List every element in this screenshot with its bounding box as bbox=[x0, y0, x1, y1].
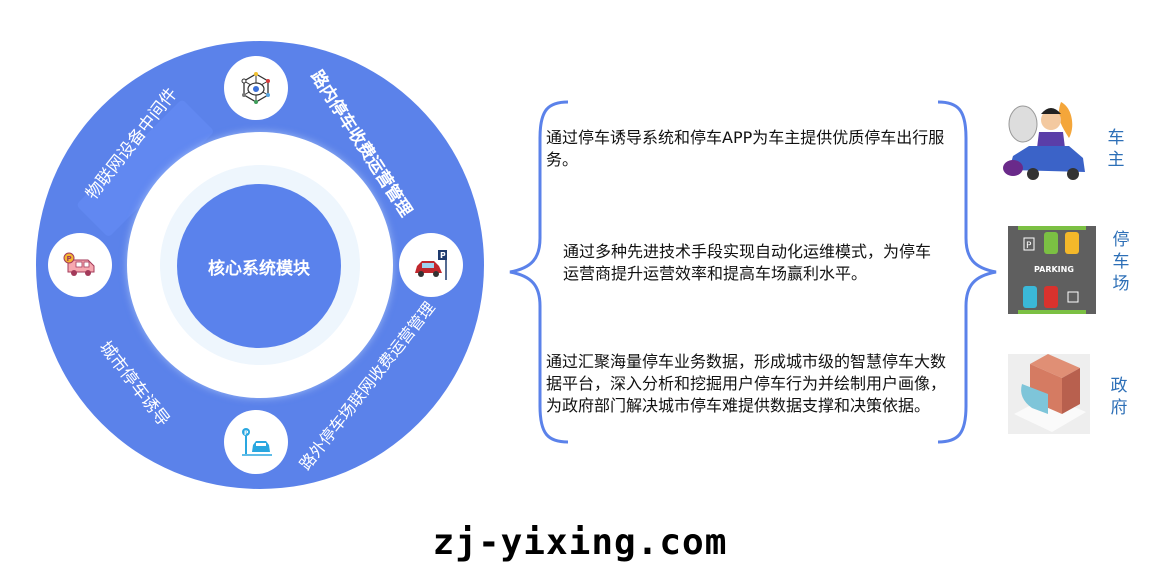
core-module: 核心系统模块 bbox=[177, 184, 341, 348]
node-guidance: P bbox=[48, 233, 112, 297]
svg-text:P: P bbox=[1026, 241, 1032, 251]
node-iot bbox=[224, 56, 288, 120]
angry-driver-car-image bbox=[1003, 98, 1089, 186]
car-parking-sign-icon: P bbox=[415, 250, 447, 280]
svg-text:P: P bbox=[244, 430, 249, 437]
parking-pole-car-icon: P bbox=[242, 428, 272, 456]
stakeholder-label-parking-lot: 停车场 bbox=[1112, 230, 1130, 294]
svg-text:P: P bbox=[440, 251, 446, 260]
stakeholder-label-government: 政府 bbox=[1110, 376, 1128, 418]
parking-text: PARKING bbox=[1034, 265, 1074, 274]
description-government: 通过汇聚海量停车业务数据，形成城市级的智慧停车大数据平台，深入分析和挖掘用户停车… bbox=[546, 352, 947, 415]
watermark: zj-yixing.com bbox=[432, 522, 728, 563]
left-brace bbox=[509, 100, 569, 444]
pink-car-parking-icon: P bbox=[63, 252, 95, 276]
stakeholder-label-drivers: 车主 bbox=[1107, 128, 1125, 170]
core-label: 核心系统模块 bbox=[208, 258, 310, 279]
svg-text:P: P bbox=[67, 255, 72, 263]
description-operators: 通过多种先进技术手段实现自动化运维模式，为停车运营商提升运营效率和提高车场赢利水… bbox=[563, 242, 932, 283]
node-onstreet: P bbox=[399, 233, 463, 297]
node-offstreet: P bbox=[224, 410, 288, 474]
network-cloud-icon bbox=[241, 72, 270, 104]
right-brace bbox=[937, 100, 997, 444]
parking-lot-image: P PARKING bbox=[1008, 226, 1096, 314]
description-drivers: 通过停车诱导系统和停车APP为车主提供优质停车出行服务。 bbox=[546, 128, 945, 169]
government-building-image bbox=[1008, 354, 1090, 434]
